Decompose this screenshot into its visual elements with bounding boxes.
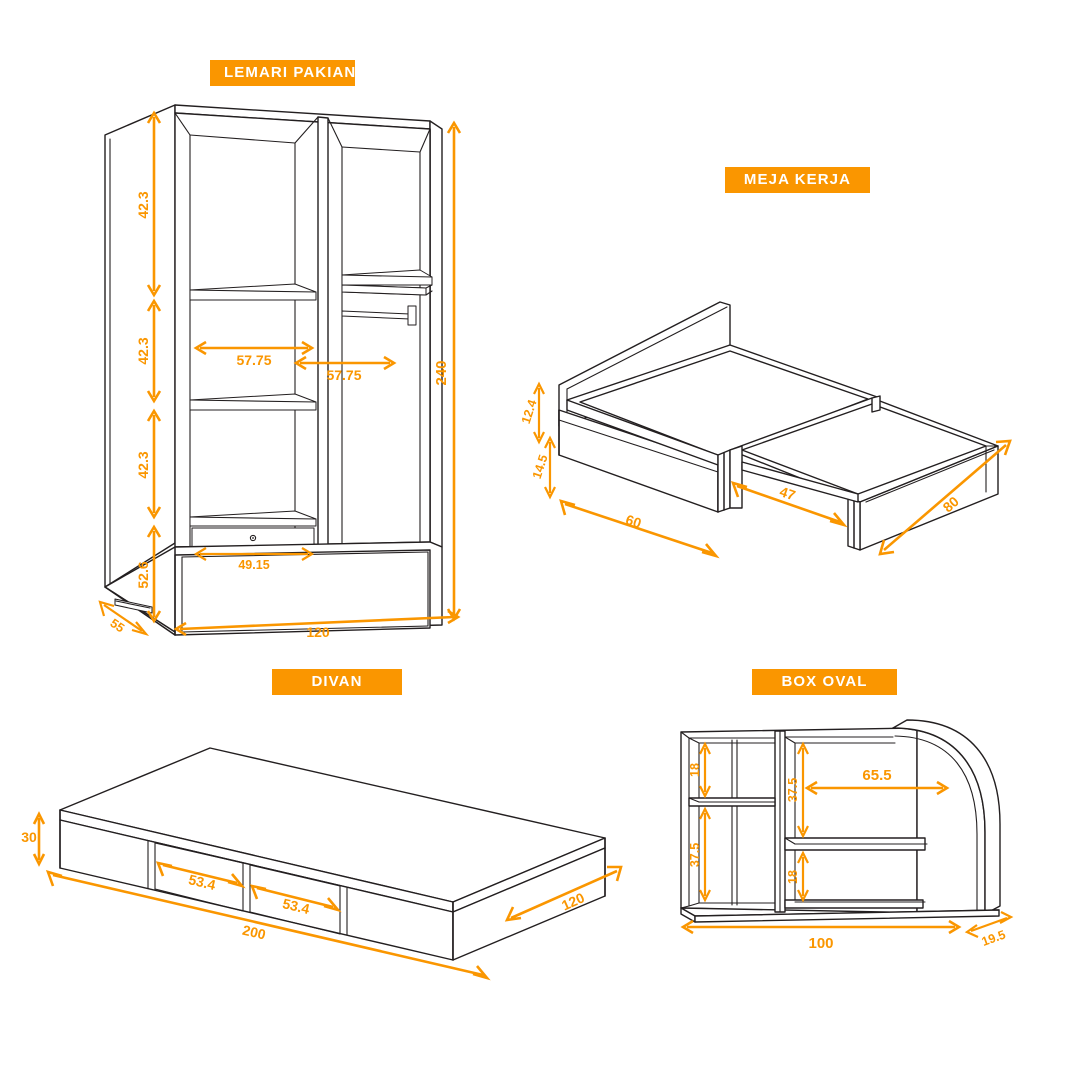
dim-53-4-b: 53.4 (249, 884, 342, 917)
dim-text-57-75-left: 57.75 (236, 352, 271, 368)
dim-42-3-b: 42.3 (135, 298, 162, 404)
dim-text-19-5: 19.5 (980, 927, 1008, 948)
dim-120-width: 120 (173, 609, 461, 640)
figure-meja-kerja: 12.4 14.5 60 47 (519, 250, 1020, 560)
dim-18-b: 18 (786, 850, 809, 903)
dim-19-5: 19.5 (964, 911, 1014, 949)
dim-text-60: 60 (624, 511, 644, 531)
dim-12-4: 12.4 (519, 381, 545, 445)
dim-60: 60 (559, 499, 720, 559)
figure-label-divan: DIVAN (272, 669, 402, 695)
dim-text-42-3-a: 42.3 (135, 191, 151, 218)
dim-14-5: 14.5 (530, 435, 556, 500)
dim-text-37-5-b: 37.5 (786, 778, 800, 802)
dim-42-3-c: 42.3 (135, 408, 162, 520)
dim-text-57-75-right: 57.75 (326, 367, 361, 383)
dim-53-4-a: 53.4 (155, 861, 246, 893)
dim-37-5-b: 37.5 (786, 741, 809, 839)
figure-divan: 30 53.4 53.4 200 (15, 730, 640, 981)
dim-text-47: 47 (778, 483, 798, 503)
dim-49-15: 49.15 (193, 547, 315, 572)
figure-lemari-pakian-base-dims: 55 120 (80, 580, 480, 650)
dim-text-200: 200 (241, 922, 268, 943)
figure-label-lemari-pakian: LEMARI PAKIAN (210, 60, 355, 86)
dim-text-30: 30 (21, 829, 37, 845)
dim-100: 100 (680, 919, 962, 952)
dim-text-55: 55 (108, 616, 127, 635)
dim-18-a: 18 (688, 741, 711, 799)
dim-65-5: 65.5 (804, 767, 950, 796)
dim-text-49-15: 49.15 (238, 558, 269, 572)
dim-text-65-5: 65.5 (862, 767, 891, 784)
dim-text-100: 100 (808, 935, 833, 952)
dim-47: 47 (730, 481, 848, 528)
dim-text-52-6: 52.6 (135, 561, 151, 588)
dim-30: 30 (21, 811, 46, 867)
figure-box-oval: 18 37.5 37.5 18 (655, 710, 1035, 960)
dim-text-37-5-a: 37.5 (688, 843, 702, 867)
dim-text-240: 240 (433, 360, 450, 385)
dim-text-18-b: 18 (786, 870, 800, 884)
dim-text-53-4-a: 53.4 (187, 871, 217, 893)
dim-text-12-4: 12.4 (519, 398, 540, 426)
dim-37-5-a: 37.5 (688, 806, 711, 903)
dim-240: 240 (433, 120, 462, 622)
dim-text-14-5: 14.5 (530, 453, 551, 481)
dim-text-42-3-c: 42.3 (135, 451, 151, 478)
dim-200: 200 (45, 870, 491, 981)
dim-42-3-a: 42.3 (135, 110, 162, 298)
dim-52-6: 52.6 (135, 524, 162, 624)
dim-text-120: 120 (306, 624, 330, 640)
dim-57-75-left: 57.75 (193, 340, 315, 368)
figure-lemari-pakian: 42.3 42.3 42.3 52.6 (80, 95, 462, 650)
dim-57-75-right: 57.75 (293, 355, 397, 383)
dim-text-18-a: 18 (688, 763, 702, 777)
figure-label-box-oval: BOX OVAL (752, 669, 897, 695)
figure-label-meja-kerja: MEJA KERJA (725, 167, 870, 193)
dim-text-42-3-b: 42.3 (135, 337, 151, 364)
dim-55-depth: 55 (98, 600, 150, 637)
dim-text-53-4-b: 53.4 (281, 895, 311, 917)
